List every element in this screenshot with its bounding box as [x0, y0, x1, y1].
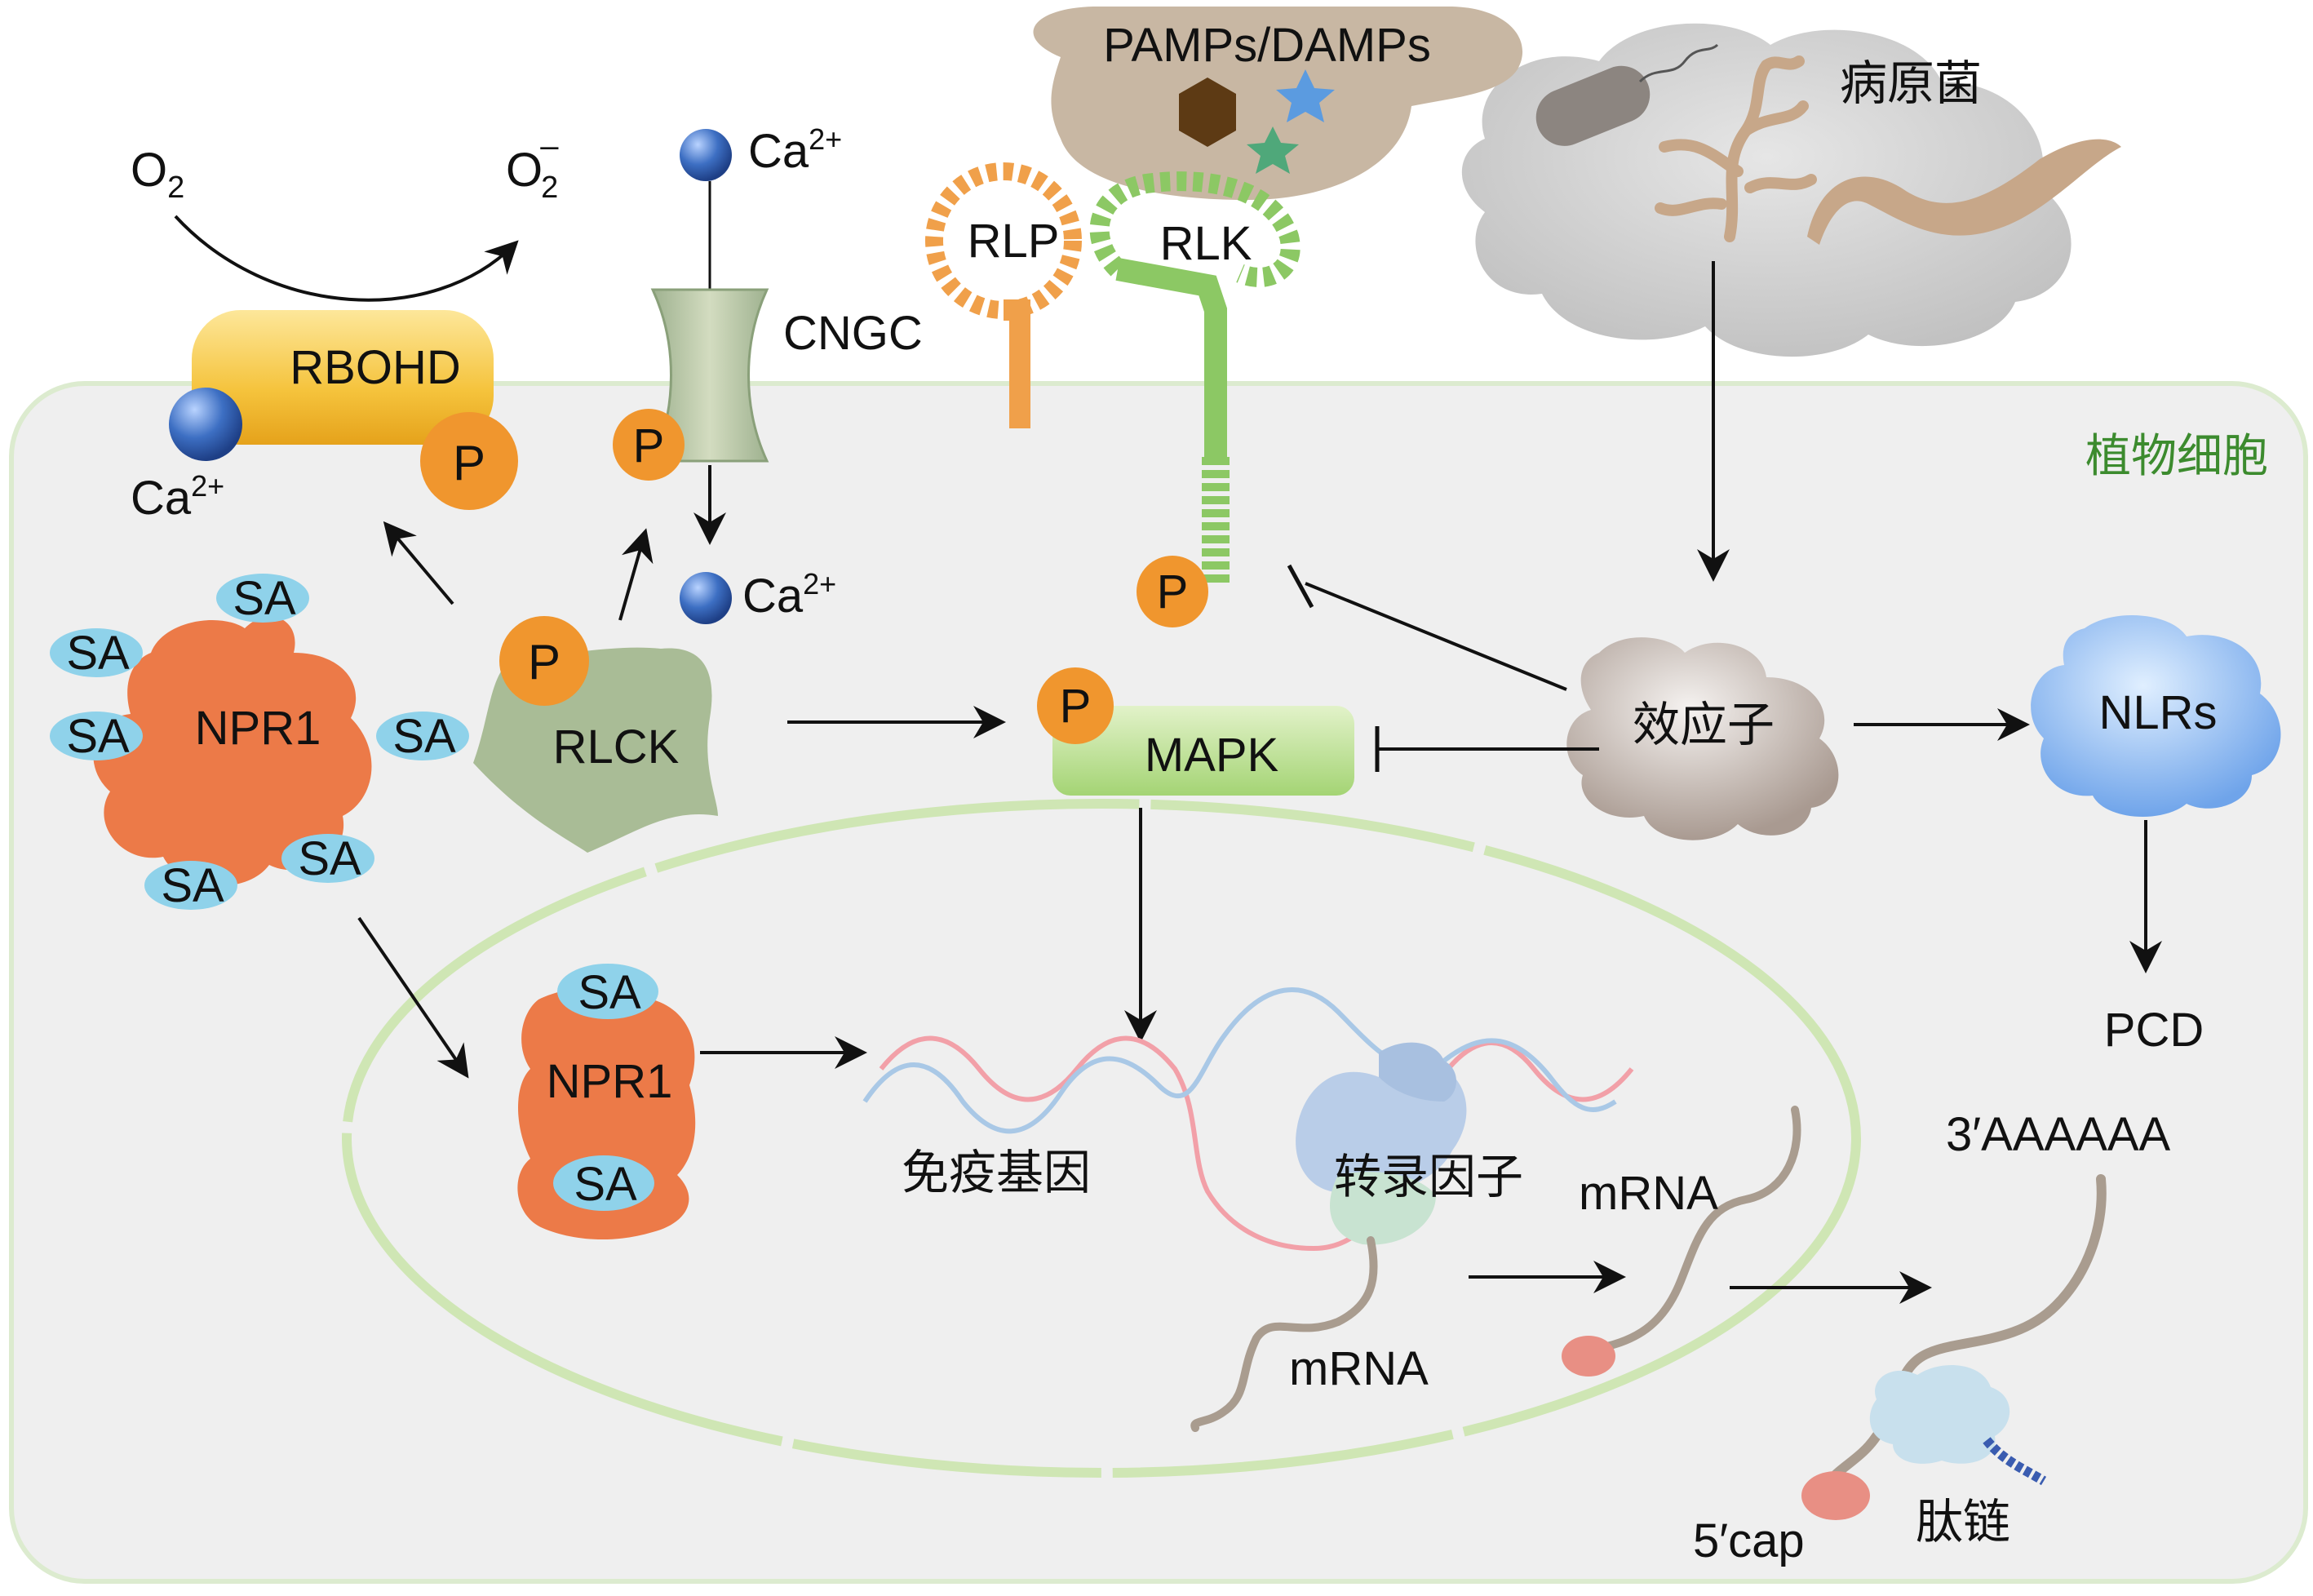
peptide-label: 肽链 [1916, 1494, 2010, 1549]
rbohd-phospho [420, 412, 518, 510]
nuclear-mrna [1190, 1236, 1378, 1432]
exported-mrna-label: mRNA [1579, 1167, 1718, 1220]
green-star-icon [1247, 126, 1299, 174]
rlck-phospho-label: P [528, 635, 561, 689]
sa-nucleus-top: SA [578, 966, 641, 1019]
rlk-receptor: RLK P [1089, 171, 1301, 627]
mapk-kinase: MAPK P [1037, 667, 1354, 796]
blue-star-icon [1276, 69, 1335, 122]
sa-label-4: SA [392, 710, 456, 763]
nematode-icon [1807, 139, 2121, 245]
npr1-cluster: NPR1 SA SA SA SA SA SA [50, 572, 469, 912]
pamps-damps-label: PAMPs/DAMPs [1103, 19, 1431, 72]
mapk-phospho-label: P [1060, 680, 1092, 733]
cap-label: 5′cap [1693, 1514, 1805, 1567]
nuclear-mrna-label: mRNA [1289, 1342, 1429, 1395]
rbohd-ca-label: Ca2+ [131, 469, 224, 525]
nlrs-label: NLRs [2098, 686, 2217, 739]
exported-mrna [1562, 1106, 1801, 1377]
effector-label: 效应子 [1633, 697, 1775, 752]
mapk-label: MAPK [1145, 729, 1279, 782]
sa-label-6: SA [161, 859, 224, 912]
npr1-cytoplasm-label: NPR1 [195, 702, 321, 755]
rlck-phospho [499, 616, 589, 706]
rlk-label: RLK [1160, 217, 1252, 270]
rbohd-ca-ion [169, 388, 242, 461]
npr1-nucleus-label: NPR1 [547, 1055, 673, 1108]
effector: 效应子 [1566, 637, 1839, 840]
sa-label-1: SA [233, 572, 296, 625]
pamps-damps-blob: PAMPs/DAMPs [1033, 7, 1523, 200]
cngc-label: CNGC [783, 307, 923, 360]
pathogen-cloud: 病原菌 [1461, 23, 2121, 357]
pathogen-label: 病原菌 [1840, 55, 1982, 111]
rbohd-complex: O2 O2– RBOHD P Ca2+ [131, 128, 559, 525]
ca-ion-bottom [680, 572, 732, 624]
nlrs: NLRs [2031, 614, 2281, 818]
nucleus [342, 799, 1861, 1478]
rlk-phospho [1137, 556, 1208, 627]
polya-label: 3′AAAAAA [1946, 1108, 2171, 1161]
sa-label-2: SA [66, 627, 130, 680]
npr1-nucleus: SA NPR1 SA [517, 964, 696, 1240]
rlck-kinase: RLCK P [473, 616, 718, 853]
bacterium-icon [1535, 65, 1651, 146]
ca-ion-top [680, 129, 732, 181]
dna-helix [862, 986, 1634, 1252]
rbohd-phospho-label: P [453, 436, 485, 490]
superoxide-label: O2– [506, 128, 559, 205]
sa-label-3: SA [66, 710, 130, 763]
cngc-phospho [613, 409, 685, 481]
cell-label: 植物细胞 [2085, 430, 2268, 481]
cngc-phospho-label: P [633, 419, 665, 472]
transcription-factor: 转录因子 [1296, 1042, 1523, 1245]
cngc-channel: Ca2+ CNGC P Ca2+ [613, 122, 923, 624]
immune-genes-label: 免疫基因 [902, 1145, 1091, 1200]
ca-bottom-label: Ca2+ [742, 567, 836, 623]
pcd-label: PCD [2104, 1004, 2204, 1057]
fungus-icon [1655, 55, 1817, 242]
tf-label: 转录因子 [1334, 1149, 1523, 1204]
sa-label-5: SA [298, 832, 361, 885]
rbohd-label: RBOHD [290, 341, 460, 394]
translation-complex [1801, 1174, 2107, 1520]
mapk-phospho [1037, 667, 1114, 744]
rlp-receptor: RLP [925, 162, 1082, 428]
rlp-label: RLP [968, 215, 1060, 268]
o2-label: O2 [131, 144, 184, 205]
sa-nucleus-bottom: SA [574, 1158, 637, 1211]
rlck-label: RLCK [553, 720, 680, 774]
rlk-phospho-label: P [1157, 565, 1189, 618]
hexagon-molecule-icon [1179, 78, 1236, 147]
ca-top-label: Ca2+ [748, 122, 842, 178]
